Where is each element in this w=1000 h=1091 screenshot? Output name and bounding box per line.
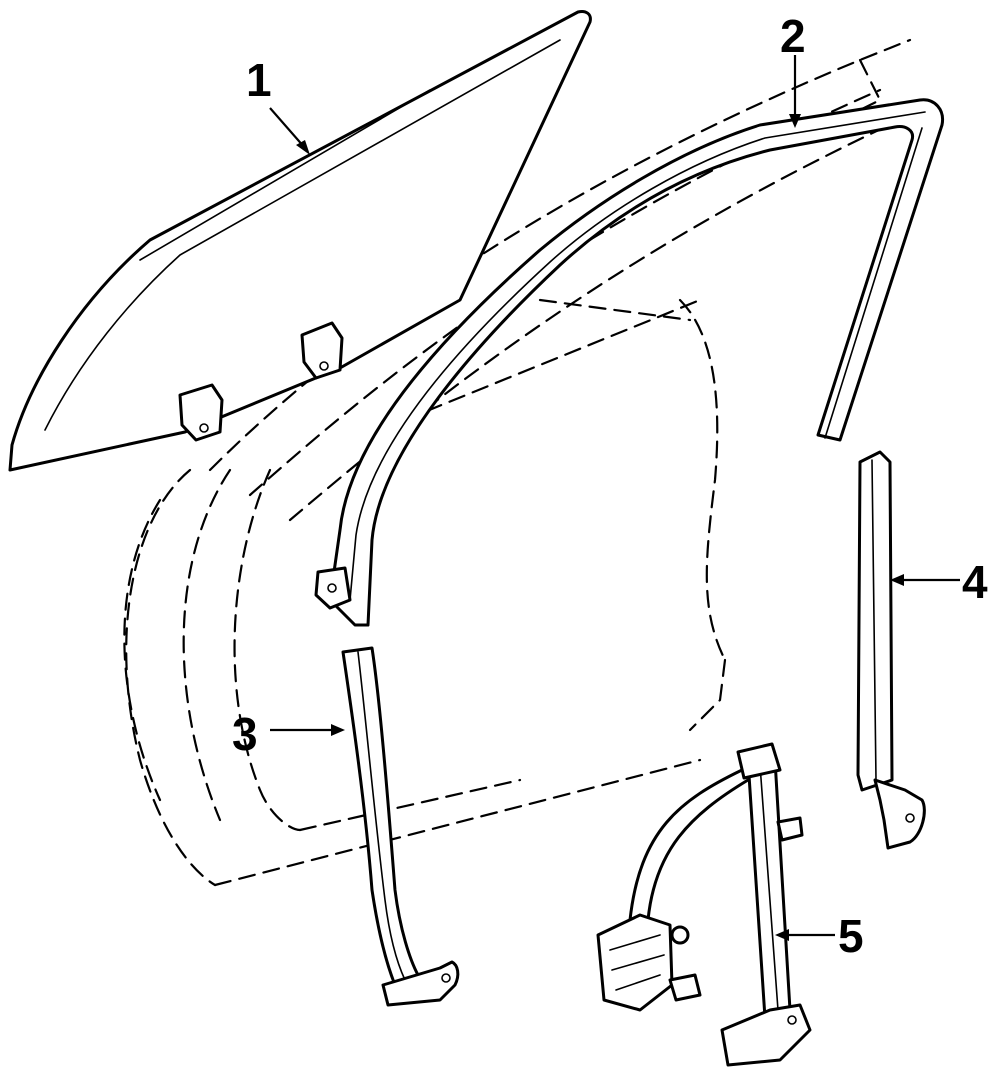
front-channel-part-3 (341, 646, 460, 1007)
callout-leaders (269, 55, 960, 941)
callout-1: 1 (246, 54, 272, 106)
glass-mounting-tab (178, 383, 224, 442)
callout-3: 3 (232, 708, 258, 760)
callout-4: 4 (962, 556, 988, 608)
callout-2: 2 (780, 10, 806, 62)
callout-5: 5 (838, 910, 864, 962)
window-regulator-part-5 (596, 742, 812, 1067)
run-channel-part-2 (314, 98, 945, 627)
rear-channel-part-4 (856, 450, 926, 850)
glass-mounting-tab (300, 321, 344, 380)
door-glass-part-1 (8, 10, 592, 472)
